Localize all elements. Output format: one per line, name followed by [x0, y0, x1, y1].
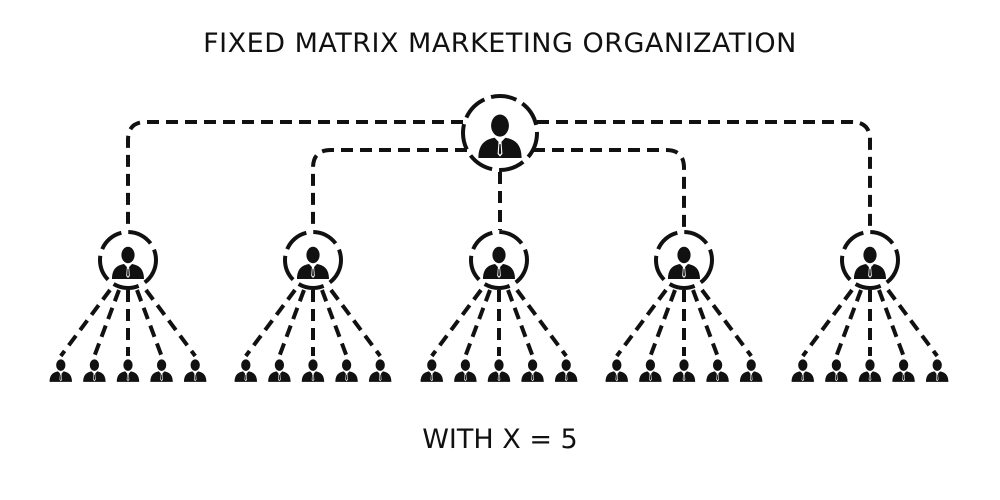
connector-member-1-to-sub-5: [144, 288, 197, 358]
level2-person-icon-5-3: [858, 359, 882, 382]
connector-root-to-member-2: [311, 148, 467, 230]
connector-member-2-to-sub-2: [277, 289, 306, 357]
connector-member-3-to-sub-2: [463, 289, 492, 357]
level2-person-icon-3-5: [555, 359, 578, 382]
connector-member-4-to-sub-2: [648, 289, 677, 357]
level2-person-icon-1-4: [150, 359, 173, 382]
level2-person-icon-1-3: [116, 359, 140, 382]
connector-member-5-to-sub-2: [834, 289, 863, 357]
connector-member-2-to-sub-5: [329, 288, 382, 358]
level2-person-icon-5-2: [825, 359, 848, 382]
connector-member-1-to-sub-4: [135, 289, 164, 357]
node-layer: [49, 94, 949, 382]
connector-member-2-to-sub-1: [244, 288, 297, 358]
level2-person-icon-5-4: [892, 359, 915, 382]
level2-person-icon-5-5: [926, 359, 949, 382]
level2-person-icon-5-1: [791, 359, 814, 382]
connector-root-to-member-5: [537, 120, 872, 230]
level2-person-icon-1-1: [49, 359, 72, 382]
level2-person-icon-1-2: [83, 359, 106, 382]
connector-member-5-to-sub-4: [877, 289, 906, 357]
connector-root-to-member-4: [533, 148, 686, 230]
connector-member-1-to-sub-1: [59, 288, 112, 358]
level2-person-icon-3-1: [420, 359, 443, 382]
level2-person-icon-4-4: [706, 359, 729, 382]
connector-member-4-to-sub-1: [615, 288, 668, 358]
connector-root-to-member-1: [126, 120, 463, 230]
connector-member-2-to-sub-4: [320, 289, 349, 357]
diagram-caption: WITH X = 5: [422, 424, 578, 455]
level2-person-icon-4-1: [605, 359, 628, 382]
level2-person-icon-4-3: [672, 359, 696, 382]
connector-member-4-to-sub-4: [691, 289, 720, 357]
connector-member-3-to-sub-5: [515, 288, 568, 358]
level2-person-icon-3-2: [454, 359, 477, 382]
diagram-title: FIXED MATRIX MARKETING ORGANIZATION: [203, 28, 797, 59]
connector-member-3-to-sub-4: [506, 289, 535, 357]
connector-member-1-to-sub-2: [92, 289, 121, 357]
connector-member-3-to-sub-1: [430, 288, 483, 358]
level2-person-icon-4-5: [740, 359, 763, 382]
connector-member-5-to-sub-5: [886, 288, 939, 358]
level2-person-icon-2-1: [234, 359, 257, 382]
level2-person-icon-1-5: [184, 359, 207, 382]
connector-member-4-to-sub-5: [700, 288, 753, 358]
level2-person-icon-2-2: [268, 359, 291, 382]
level2-person-icon-2-5: [369, 359, 392, 382]
connector-member-5-to-sub-1: [801, 288, 854, 358]
connector-layer: [59, 120, 939, 358]
level2-person-icon-2-3: [301, 359, 325, 382]
level2-person-icon-3-4: [521, 359, 544, 382]
level2-person-icon-3-3: [487, 359, 511, 382]
level2-person-icon-2-4: [335, 359, 358, 382]
level2-person-icon-4-2: [639, 359, 662, 382]
